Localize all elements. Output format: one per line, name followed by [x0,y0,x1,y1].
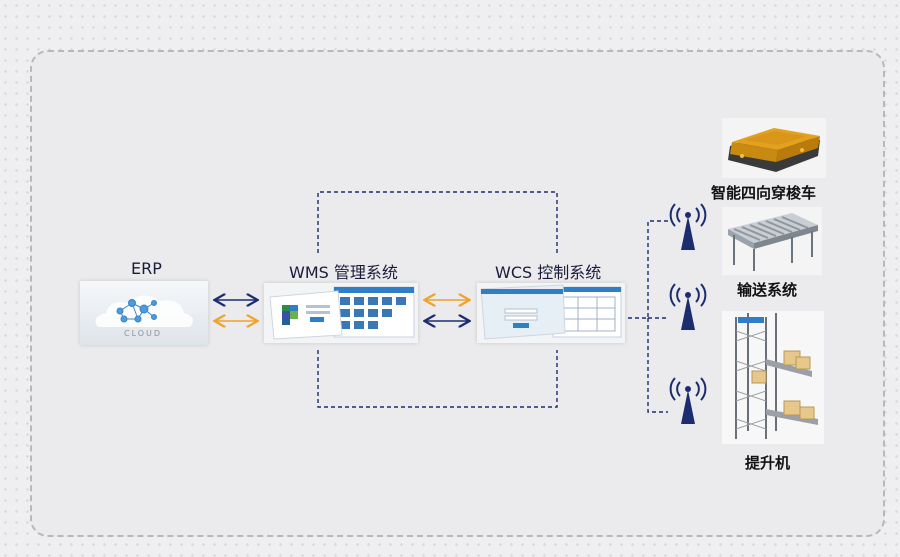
erp-cloud-image: CLOUD [80,281,208,345]
shuttle-image [722,118,826,178]
antenna-tower-icon [669,377,707,424]
conveyor-image [722,207,822,275]
cloud-logo-text: CLOUD [124,329,162,338]
wms-label: WMS 管理系统 [289,263,398,282]
wms-wcs-dashed-loop [317,191,558,408]
antenna-tower-icon [669,283,707,330]
antenna-tower-icon [669,203,707,250]
wcs-label: WCS 控制系统 [495,263,602,282]
wcs-screenshot [477,283,625,343]
lift-label: 提升机 [745,454,791,472]
erp-label: ERP [131,259,162,278]
lift-image [722,311,824,444]
conveyor-label: 输送系统 [737,281,798,299]
wcs-tower-dashed-links [628,220,668,413]
shuttle-label: 智能四向穿梭车 [711,184,817,202]
wms-screenshot [264,283,418,343]
